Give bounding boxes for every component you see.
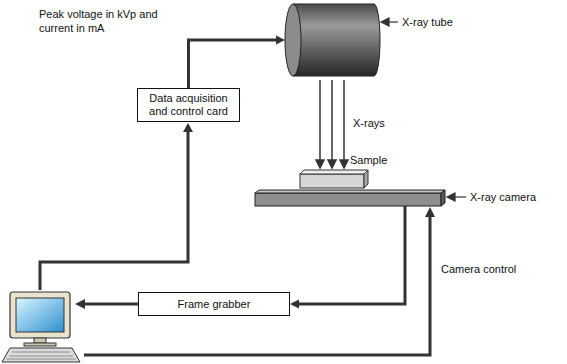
sample-side	[364, 170, 368, 188]
computer-to-card-wire	[40, 131, 188, 290]
part-label: Sample	[350, 154, 387, 167]
part-label: X-ray camera	[470, 191, 536, 204]
x-ray-camera: X-ray camera	[255, 190, 445, 206]
connector-line	[297, 206, 405, 304]
arrowhead	[183, 123, 193, 132]
arrowhead	[425, 207, 435, 217]
x-ray-camera-shape	[255, 190, 445, 206]
sample-block: Sample	[300, 170, 368, 188]
signal-wires	[40, 131, 430, 355]
box-label: Frame grabber	[178, 298, 251, 311]
monitor-base	[24, 343, 56, 346]
arrowhead	[290, 300, 299, 309]
computer-icon	[2, 292, 80, 362]
box-label: Data acquisition and control card	[143, 92, 234, 118]
arrowhead	[328, 160, 336, 168]
keyboard	[2, 348, 80, 362]
tube-body	[293, 4, 380, 76]
camera-top	[255, 190, 445, 193]
camera-control-wire	[84, 216, 430, 355]
leader-line	[455, 196, 466, 197]
x-ray-line	[331, 80, 333, 162]
sample-block-shape	[300, 170, 368, 188]
arrowhead	[75, 299, 85, 309]
control-card-box: Data acquisition and control card	[137, 88, 240, 122]
leader-lines	[381, 18, 466, 201]
arrowhead	[276, 36, 285, 45]
arrowhead	[381, 18, 389, 26]
camera-side	[441, 190, 445, 206]
x-ray-line	[343, 80, 345, 162]
x-ray-tube-shape	[285, 4, 380, 76]
frame-grabber-box: Frame grabber	[138, 292, 290, 316]
tube-face	[285, 4, 301, 76]
x-ray-beams	[316, 80, 348, 168]
grabber-to-computer-wire	[84, 303, 138, 306]
sample-top	[300, 170, 368, 174]
x-ray-tube: X-ray tube	[285, 4, 380, 76]
signal-connector	[290, 206, 405, 309]
wire-arrowheads	[75, 123, 435, 309]
part-label: X-ray tube	[402, 16, 453, 29]
annotation-label: X-rays	[352, 116, 386, 130]
arrowhead	[340, 160, 348, 168]
connector-line	[189, 40, 279, 88]
monitor-screen	[16, 298, 64, 332]
monitor-casing	[10, 292, 70, 338]
signal-label: Peak voltage in kVp and current in mA	[38, 7, 180, 35]
keyboard-keys	[6, 352, 76, 359]
x-ray-line	[319, 80, 321, 162]
arrowhead	[447, 193, 455, 201]
monitor-stand	[34, 338, 46, 343]
camera-front	[255, 193, 441, 206]
signal-connector	[189, 36, 286, 89]
annotation-label: Camera control	[440, 262, 517, 276]
arrowhead	[316, 160, 324, 168]
sample-front	[300, 174, 364, 188]
